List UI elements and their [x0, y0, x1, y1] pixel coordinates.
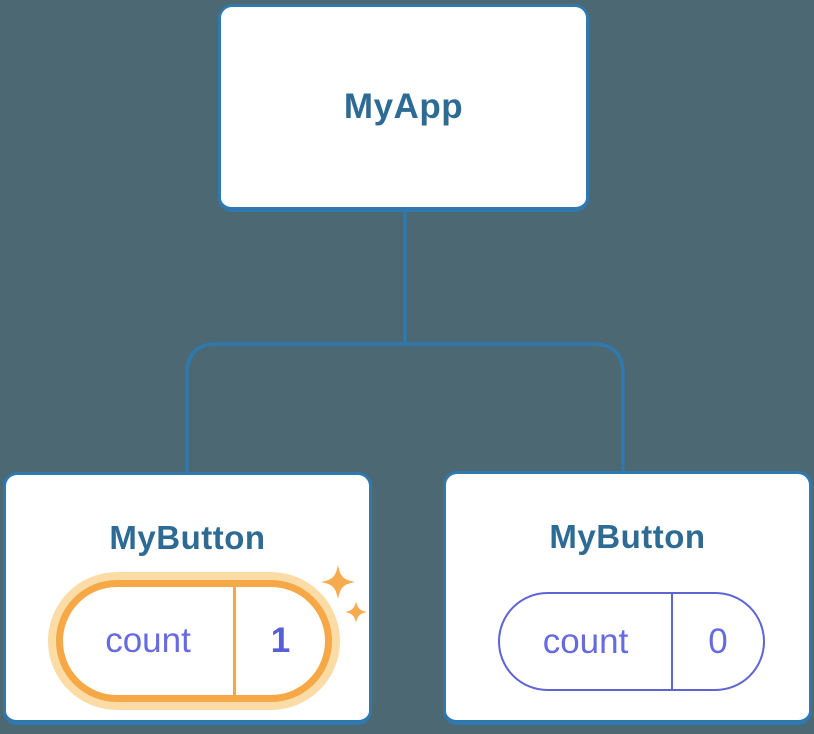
state-key: count: [542, 621, 629, 661]
state-value: 1: [270, 621, 291, 660]
state-pill-highlighted: count 1: [56, 580, 332, 702]
component-node-child-highlighted: MyButton count 1: [3, 472, 372, 725]
component-label: MyButton: [549, 518, 706, 555]
state-pill-divider: [671, 594, 673, 689]
sparkle-icon: [321, 565, 367, 623]
state-value: 0: [708, 621, 728, 661]
component-node-root: MyApp: [218, 4, 589, 212]
component-label: MyApp: [343, 87, 464, 126]
state-pill-plain: count 0: [498, 592, 765, 691]
component-node-child-plain: MyButton count 0: [443, 471, 812, 725]
state-pill-divider: [233, 587, 236, 695]
state-key: count: [105, 621, 191, 660]
component-label: MyButton: [109, 519, 266, 556]
